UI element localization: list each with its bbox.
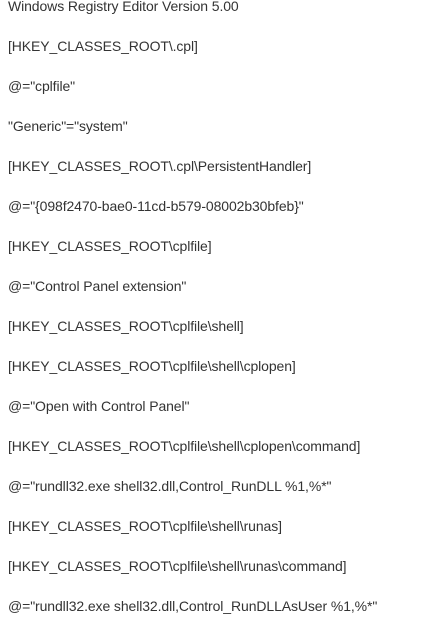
registry-value-line: @="rundll32.exe shell32.dll,Control_RunD… (8, 478, 332, 494)
registry-key-line: [HKEY_CLASSES_ROOT\cplfile\shell\cplopen… (8, 358, 296, 374)
registry-value-line: @="cplfile" (8, 78, 76, 94)
registry-key-line: [HKEY_CLASSES_ROOT\.cpl] (8, 38, 198, 54)
registry-key-line: [HKEY_CLASSES_ROOT\cplfile\shell\runas\c… (8, 558, 347, 574)
registry-header-line: Windows Registry Editor Version 5.00 (8, 0, 239, 14)
registry-value-line: "Generic"="system" (8, 118, 128, 134)
registry-key-line: [HKEY_CLASSES_ROOT\cplfile\shell] (8, 318, 244, 334)
registry-file-text: Windows Registry Editor Version 5.00 [HK… (8, 0, 420, 636)
registry-value-line: @="{098f2470-bae0-11cd-b579-08002b30bfeb… (8, 198, 304, 214)
registry-value-line: @="Control Panel extension" (8, 278, 187, 294)
registry-value-line: @="rundll32.exe shell32.dll,Control_RunD… (8, 598, 378, 614)
registry-key-line: [HKEY_CLASSES_ROOT\cplfile] (8, 238, 212, 254)
registry-key-line: [HKEY_CLASSES_ROOT\cplfile\shell\cplopen… (8, 438, 361, 454)
registry-value-line: @="Open with Control Panel" (8, 398, 190, 414)
registry-key-line: [HKEY_CLASSES_ROOT\cplfile\shell\runas] (8, 518, 282, 534)
registry-key-line: [HKEY_CLASSES_ROOT\.cpl\PersistentHandle… (8, 158, 312, 174)
